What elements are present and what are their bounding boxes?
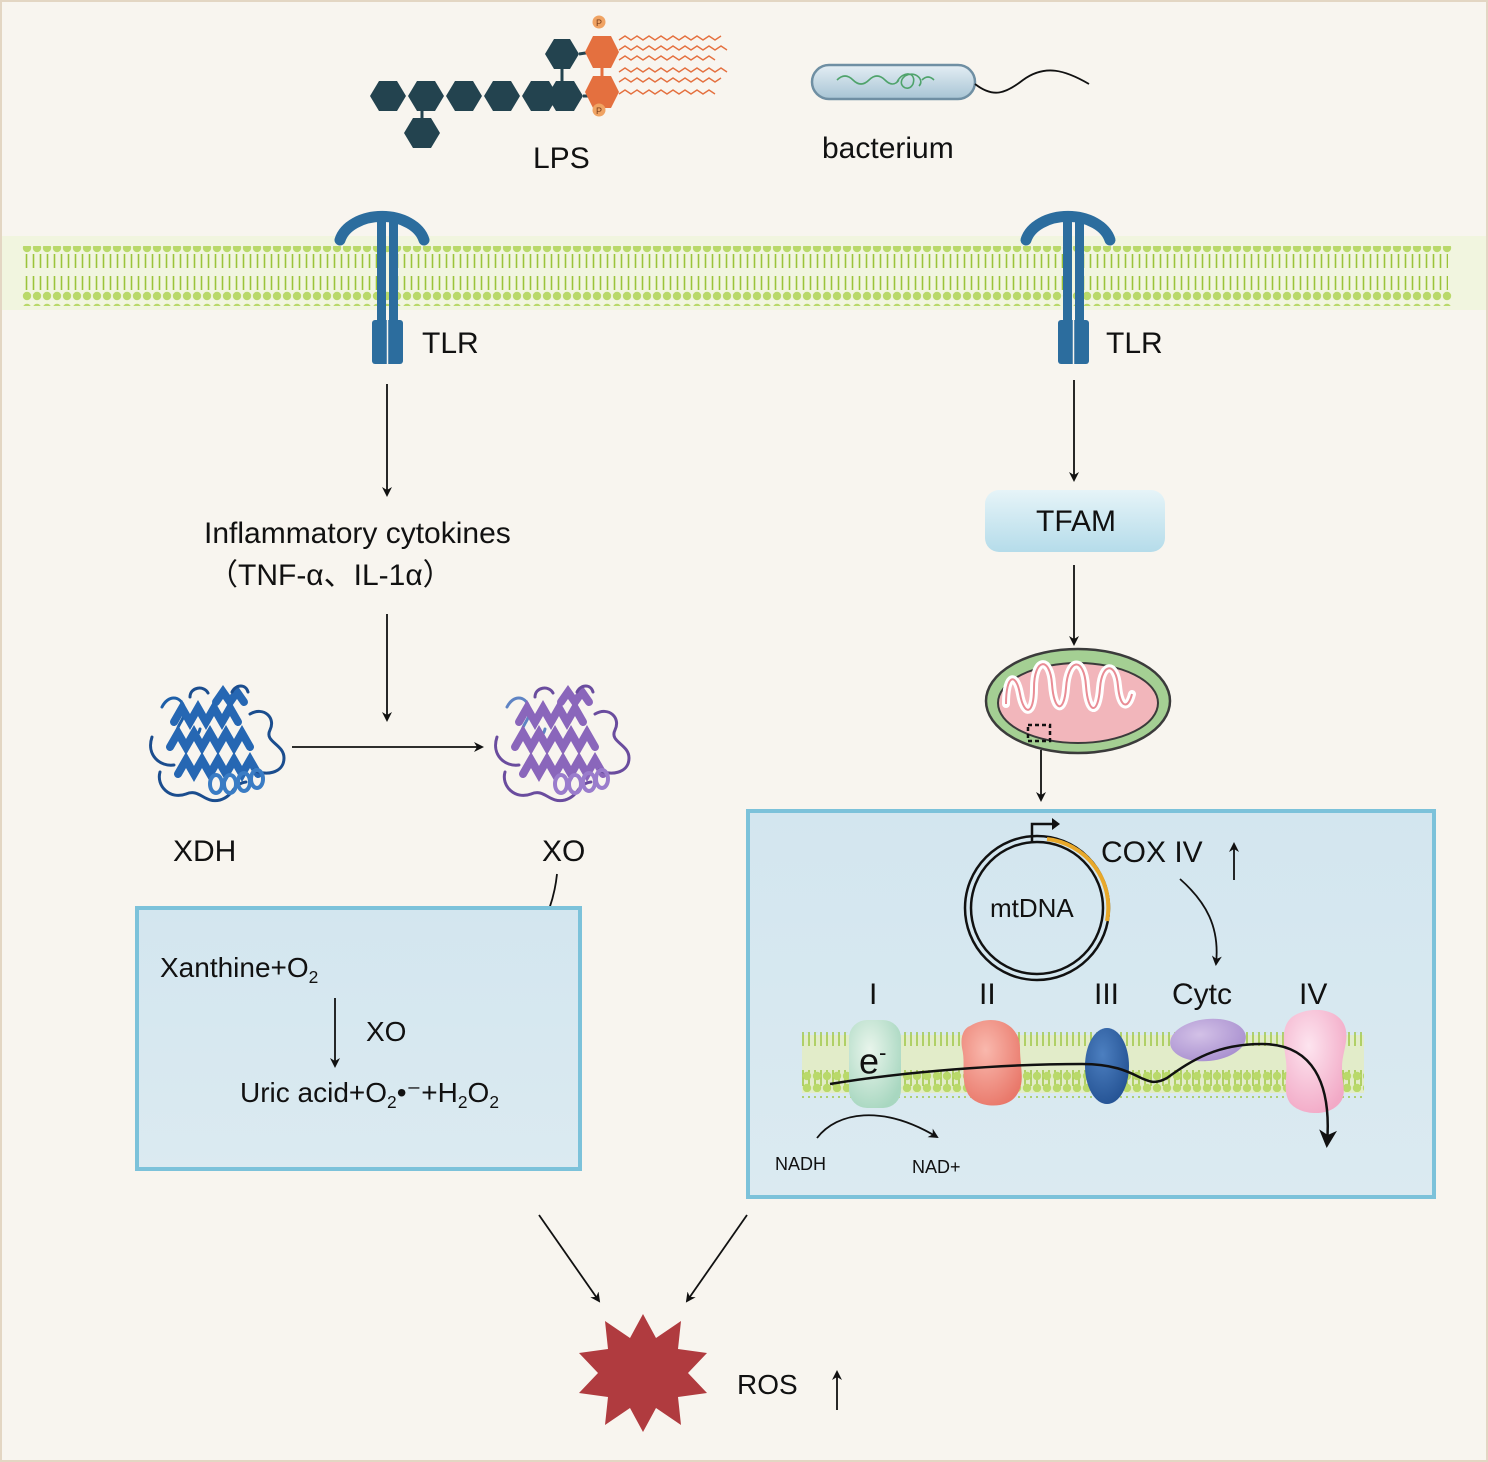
nad-label: NAD+ — [912, 1157, 961, 1177]
uric-e: 2 — [457, 1092, 468, 1113]
cytc-icon — [1170, 1018, 1246, 1062]
cell-membrane — [2, 236, 1486, 310]
nadh-label: NADH — [775, 1154, 827, 1174]
mtdna-label: mtDNA — [990, 893, 1074, 923]
phosphate-label-bottom: P — [596, 106, 602, 116]
ros-burst-icon — [579, 1314, 707, 1432]
cytokines-title: Inflammatory cytokines — [204, 517, 511, 550]
arrow-left-to-ros — [538, 1214, 601, 1303]
uric-a: Uric acid+O — [240, 1077, 388, 1108]
electron-label: e- — [859, 1040, 887, 1082]
tlr-right-label: TLR — [1106, 327, 1163, 360]
electron-flow-arrow — [829, 1042, 1338, 1148]
xdh-protein-icon — [149, 684, 286, 803]
complex-ii-icon — [961, 1020, 1022, 1106]
mtdna-plasmid-icon — [963, 818, 1111, 982]
xanthine-equation: Xanthine+O2 — [160, 954, 318, 986]
mitochondrion-icon — [984, 647, 1172, 755]
tlr-left-label: TLR — [422, 327, 479, 360]
complex-iii-label: III — [1094, 978, 1120, 1011]
tfam-box — [985, 490, 1165, 552]
arrow-cox4-to-cytc — [1179, 878, 1222, 966]
tlr-receptor-right — [1020, 210, 1116, 364]
complex-i-label: I — [869, 978, 878, 1011]
lipid-tails — [618, 35, 728, 95]
xo-reaction-box — [135, 906, 582, 1171]
arrow-nadh-to-nad — [816, 1114, 939, 1139]
bacterium-label: bacterium — [822, 132, 954, 165]
tfam-label: TFAM — [1036, 505, 1116, 538]
xanthine-text: Xanthine+O — [160, 952, 309, 983]
xo-box-label: XO — [366, 1016, 407, 1047]
xdh-label: XDH — [173, 835, 237, 868]
complex-iv-icon — [1283, 1009, 1347, 1114]
tlr-receptor-left — [334, 210, 430, 364]
xanthine-sub: 2 — [308, 967, 319, 988]
lps-molecule: P P — [370, 15, 728, 148]
lps-label: LPS — [533, 142, 590, 175]
xo-protein-icon — [494, 684, 631, 803]
uric-c: •⁻ — [396, 1077, 422, 1108]
uric-d: +H — [421, 1077, 458, 1108]
bacterium-icon — [810, 63, 1090, 101]
cytokines-list: （TNF-α、IL-1α） — [208, 559, 453, 592]
uric-acid-equation: Uric acid+O2•⁻+H2O2 — [240, 1079, 499, 1111]
flow-arrows — [292, 380, 1079, 1303]
uric-b: 2 — [387, 1092, 397, 1113]
electron-text: e — [859, 1040, 880, 1082]
cox4-label: COX IV — [1101, 836, 1203, 869]
complex-i-icon — [849, 1020, 901, 1108]
ros-label: ROS — [737, 1369, 798, 1400]
uric-f: O — [467, 1077, 490, 1108]
complex-ii-label: II — [979, 978, 996, 1011]
cytc-label: Cytc — [1172, 978, 1232, 1011]
phosphate-label-top: P — [596, 18, 602, 28]
arrow-right-to-ros — [685, 1214, 748, 1303]
uric-g: 2 — [489, 1092, 499, 1113]
electron-sup: - — [879, 1040, 887, 1065]
complex-iv-label: IV — [1299, 978, 1328, 1011]
xo-label: XO — [542, 835, 586, 868]
